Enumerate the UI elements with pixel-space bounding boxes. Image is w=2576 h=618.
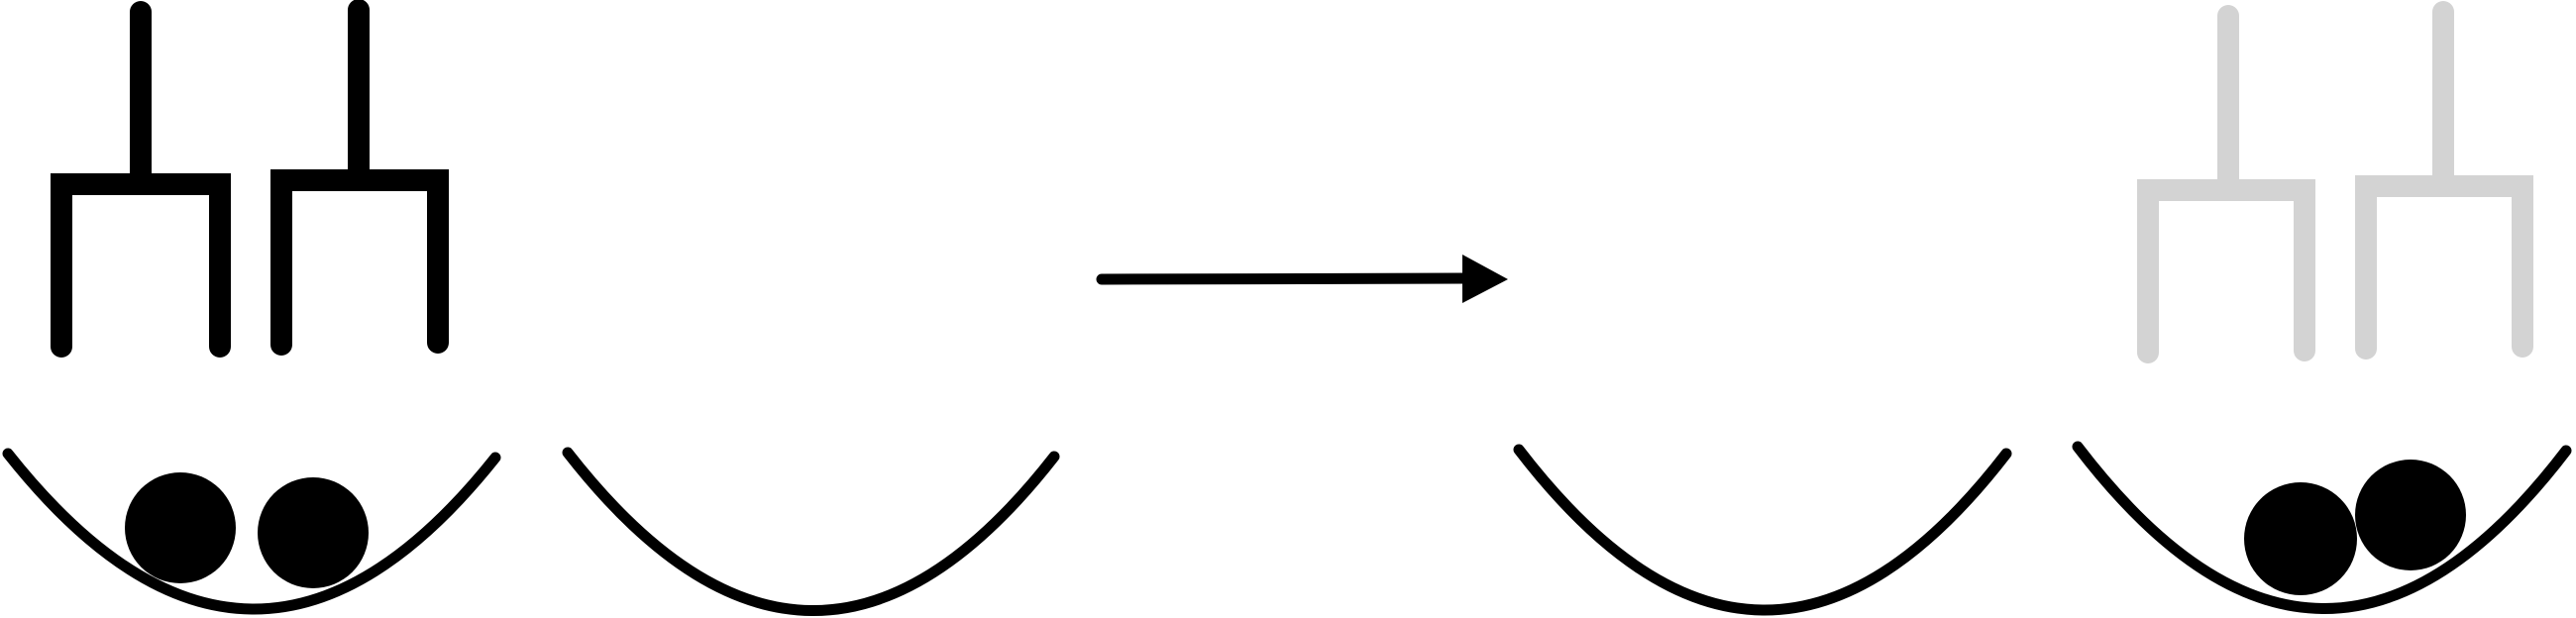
bowl-empty [562,447,1060,616]
bowl-icon [562,447,1060,616]
ball-icon [2355,460,2466,570]
gripper-icon [51,1,231,358]
arrow-shaft [1096,272,1474,285]
bowl-with-balls [2,448,501,615]
gripper-icon [2137,5,2315,363]
panel-after [1513,1,2572,616]
gripper-icon [2355,1,2533,360]
bowl-icon [2072,441,2572,614]
ball-icon [258,477,369,588]
ball-icon [125,472,236,583]
bowl-icon [1513,444,2012,616]
transition-arrow [1096,255,1508,303]
bowl-icon [2,448,501,615]
panel-before [2,0,1060,616]
bowl-empty [1513,444,2012,616]
ball-icon [2244,482,2357,595]
arrow-right-icon [1462,255,1508,303]
gripper-icon [270,0,449,356]
bowl-with-balls [2072,441,2572,614]
